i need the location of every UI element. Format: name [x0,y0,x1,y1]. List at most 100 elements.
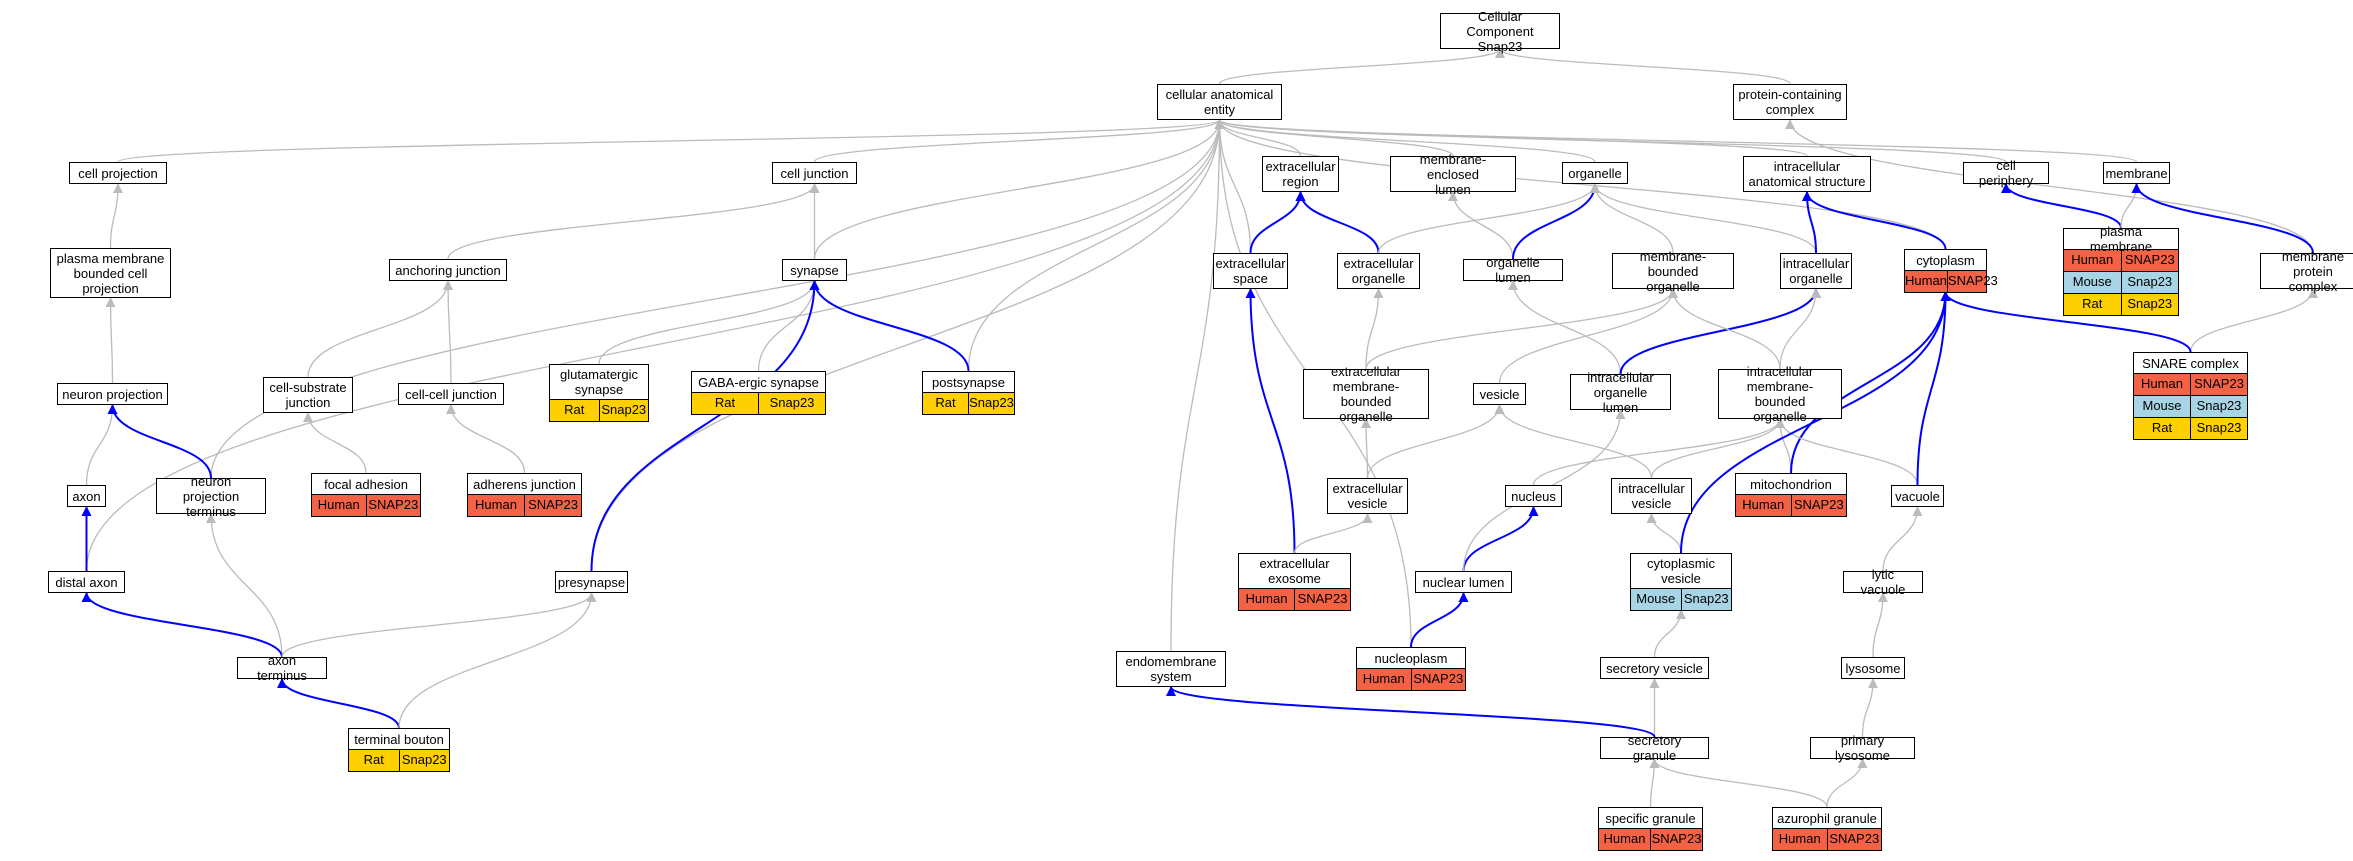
node-ev[interactable]: extracellular vesicle [1327,478,1408,514]
node-mpc[interactable]: membrane protein complex [2260,249,2353,294]
node-es[interactable]: extracellular space [1213,253,1288,289]
node-lys[interactable]: lysosome [1841,657,1905,679]
species-cell: Human [1742,497,1785,512]
species-cell: Rat [2082,296,2103,311]
node-np[interactable]: neuron projection [57,383,168,405]
species-cell: Mouse [1636,591,1676,606]
node-cper[interactable]: cell periphery [1963,158,2049,188]
edge-at-to-pre [281,592,597,658]
node-nl[interactable]: nuclear lumen [1415,571,1512,593]
species-cell: Human [1245,591,1288,606]
node-label: axon terminus [237,653,327,683]
edge-spg-to-sg [1649,758,1660,808]
node-ias[interactable]: intracellular anatomical structure [1743,156,1871,192]
node-at[interactable]: axon terminus [237,653,327,683]
node-pmbcp[interactable]: plasma membrane bounded cell projection [50,248,171,298]
node-label: focal adhesion [311,473,421,495]
gene-cell: Snap23 [398,750,450,771]
node-cj[interactable]: cell junction [772,162,857,184]
species-cell: Human [475,497,517,512]
node-cae[interactable]: cellular anatomical entity [1157,84,1282,120]
node-cc[interactable]: Cellular Component Snap23 [1440,9,1560,54]
node-csj[interactable]: cell-substrate junction [263,377,353,413]
node-iv[interactable]: intracellular vesicle [1611,478,1692,514]
edge-es-to-cae [1214,119,1252,254]
edge-exo-to-ev [1293,513,1373,554]
species-cell: Human [2071,252,2114,267]
edge-iol-to-ol [1508,280,1622,375]
node-mem[interactable]: membrane [2103,162,2170,184]
node-label: primary lysosome [1810,733,1915,763]
node-label: adherens junction [467,473,582,495]
node-label: cell junction [772,162,857,184]
node-syn[interactable]: synapse [782,259,847,281]
node-nuc[interactable]: nucleus [1505,485,1562,507]
node-npt[interactable]: neuron projection terminus [156,474,266,519]
edge-fa-to-csj [303,412,367,474]
node-dax[interactable]: distal axon [48,571,125,593]
edge-mito-to-cyto [1790,291,1951,474]
node-org[interactable]: organelle [1562,162,1628,184]
node-label: axon [67,485,106,507]
node-axon[interactable]: axon [67,485,106,507]
node-label: terminal bouton [348,728,450,750]
node-pl[interactable]: primary lysosome [1810,733,1915,763]
node-pre[interactable]: presynapse [555,571,628,593]
species-cell: Rat [564,402,585,417]
edge-sg-to-ems [1166,686,1656,738]
edge-lv-to-vac [1882,506,1923,572]
edge-cae-to-cc [1218,48,1505,85]
node-label: Cellular Component Snap23 [1440,9,1560,54]
edge-cyto-to-ias [1802,191,1947,250]
node-io[interactable]: intracellular organelle [1780,253,1852,289]
node-ves[interactable]: vesicle [1473,383,1526,405]
gene-cell: SNAP23 [1790,495,1847,516]
species-cell: Mouse [2072,274,2112,289]
node-aj[interactable]: anchoring junction [389,259,507,281]
node-mel[interactable]: membrane-enclosed lumen [1390,152,1516,197]
node-imbo[interactable]: intracellular membrane-bounded organelle [1718,364,1842,424]
node-label: secretory granule [1600,733,1709,763]
node-label: cell periphery [1963,158,2049,188]
node-ems[interactable]: endomembrane system [1116,651,1226,687]
edge-mpc-to-pcc [1785,119,2314,254]
node-cp[interactable]: cell projection [69,162,167,184]
node-label: neuron projection [57,383,168,405]
node-ccj[interactable]: cell-cell junction [398,383,504,405]
node-label: cell projection [69,162,167,184]
node-iol[interactable]: intracellular organelle lumen [1570,370,1671,415]
node-lv[interactable]: lytic vacuole [1843,567,1923,597]
node-pcc[interactable]: protein-containing complex [1733,84,1847,120]
node-sg[interactable]: secretory granule [1600,733,1709,763]
edge-io-to-org [1590,183,1817,254]
node-embo[interactable]: extracellular membrane-bounded organelle [1303,364,1429,424]
edge-adj-to-ccj [446,404,526,474]
node-vac[interactable]: vacuole [1891,485,1944,507]
node-mbo[interactable]: membrane-bounded organelle [1612,249,1734,294]
node-er[interactable]: extracellular region [1262,156,1339,192]
edge-ves-to-mbo [1498,288,1678,384]
edge-post-to-cae [967,119,1225,372]
node-ol[interactable]: organelle lumen [1463,255,1563,285]
node-eo[interactable]: extracellular organelle [1337,253,1420,289]
node-sv[interactable]: secretory vesicle [1600,657,1709,679]
